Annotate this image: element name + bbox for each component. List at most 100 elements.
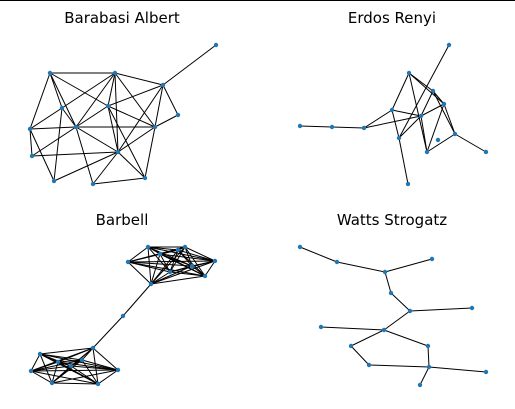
node: [59, 105, 65, 111]
edge: [107, 105, 156, 128]
edge: [127, 261, 152, 285]
edge: [419, 366, 430, 386]
node: [424, 149, 430, 155]
node: [189, 263, 195, 269]
node: [483, 369, 489, 375]
node: [90, 345, 96, 351]
edge: [29, 126, 77, 130]
edge: [127, 246, 149, 263]
edge: [114, 72, 164, 86]
edge: [29, 128, 55, 182]
edge: [92, 177, 146, 185]
edge: [299, 125, 333, 128]
node: [175, 112, 181, 118]
edge: [127, 261, 171, 273]
node: [297, 244, 303, 250]
edge: [426, 133, 456, 153]
edge: [169, 271, 206, 277]
node: [167, 269, 173, 275]
edge: [49, 72, 63, 109]
node: [142, 175, 148, 181]
node: [406, 70, 412, 76]
edge: [30, 369, 119, 372]
edge: [75, 72, 116, 128]
node: [95, 381, 101, 387]
edge: [107, 105, 146, 179]
node: [68, 363, 74, 369]
graph-erdos-renyi: [297, 42, 489, 187]
node: [79, 357, 85, 363]
edge: [432, 90, 445, 105]
edge: [117, 126, 156, 153]
node: [426, 364, 432, 370]
edge: [53, 107, 63, 182]
node: [115, 149, 121, 155]
edge: [107, 84, 164, 107]
node: [405, 181, 411, 187]
top-border-line: [0, 0, 515, 1]
edge: [147, 246, 179, 251]
edge: [150, 249, 179, 285]
edge: [159, 253, 193, 267]
node: [446, 42, 452, 48]
node: [417, 382, 423, 388]
edge: [159, 249, 179, 255]
node: [112, 70, 118, 76]
node: [483, 149, 489, 155]
edge: [31, 151, 119, 157]
edge: [408, 72, 445, 105]
node: [452, 131, 458, 137]
graph-watts-strogatz: [297, 244, 489, 388]
edge: [57, 347, 94, 363]
graph-barabasi-albert: [27, 42, 219, 187]
edge: [53, 151, 119, 182]
edge: [150, 265, 193, 285]
node: [430, 88, 436, 94]
edge: [350, 345, 370, 366]
edge: [409, 307, 473, 312]
graph-barbell: [28, 244, 218, 387]
panel-title-barbell: Barbell: [96, 211, 149, 229]
node: [435, 137, 441, 143]
edge: [391, 72, 410, 111]
node: [469, 305, 475, 311]
edge: [363, 115, 422, 129]
node: [213, 42, 219, 48]
edge: [39, 347, 94, 355]
node: [297, 123, 303, 129]
node: [388, 290, 394, 296]
edge: [51, 359, 83, 384]
node: [425, 343, 431, 349]
edge: [29, 128, 33, 157]
edge: [150, 260, 216, 285]
edge: [49, 72, 77, 128]
edge: [127, 261, 206, 277]
node: [105, 103, 111, 109]
node: [202, 273, 208, 279]
edge: [127, 260, 216, 263]
node: [382, 269, 388, 275]
node: [361, 125, 367, 131]
node: [407, 308, 413, 314]
node: [152, 124, 158, 130]
edge: [320, 326, 385, 331]
edge: [29, 107, 63, 130]
edge: [31, 126, 77, 157]
node: [334, 259, 340, 265]
edge: [443, 103, 456, 135]
edge: [169, 265, 193, 273]
node: [73, 124, 79, 130]
edge: [30, 370, 53, 384]
edge: [30, 365, 72, 372]
edge: [57, 361, 99, 385]
edge: [432, 90, 456, 135]
edge: [398, 44, 450, 139]
node: [47, 70, 53, 76]
node: [160, 82, 166, 88]
node: [429, 256, 435, 262]
edge: [122, 283, 152, 317]
node: [90, 181, 96, 187]
edge: [408, 72, 428, 153]
edge: [107, 72, 116, 107]
